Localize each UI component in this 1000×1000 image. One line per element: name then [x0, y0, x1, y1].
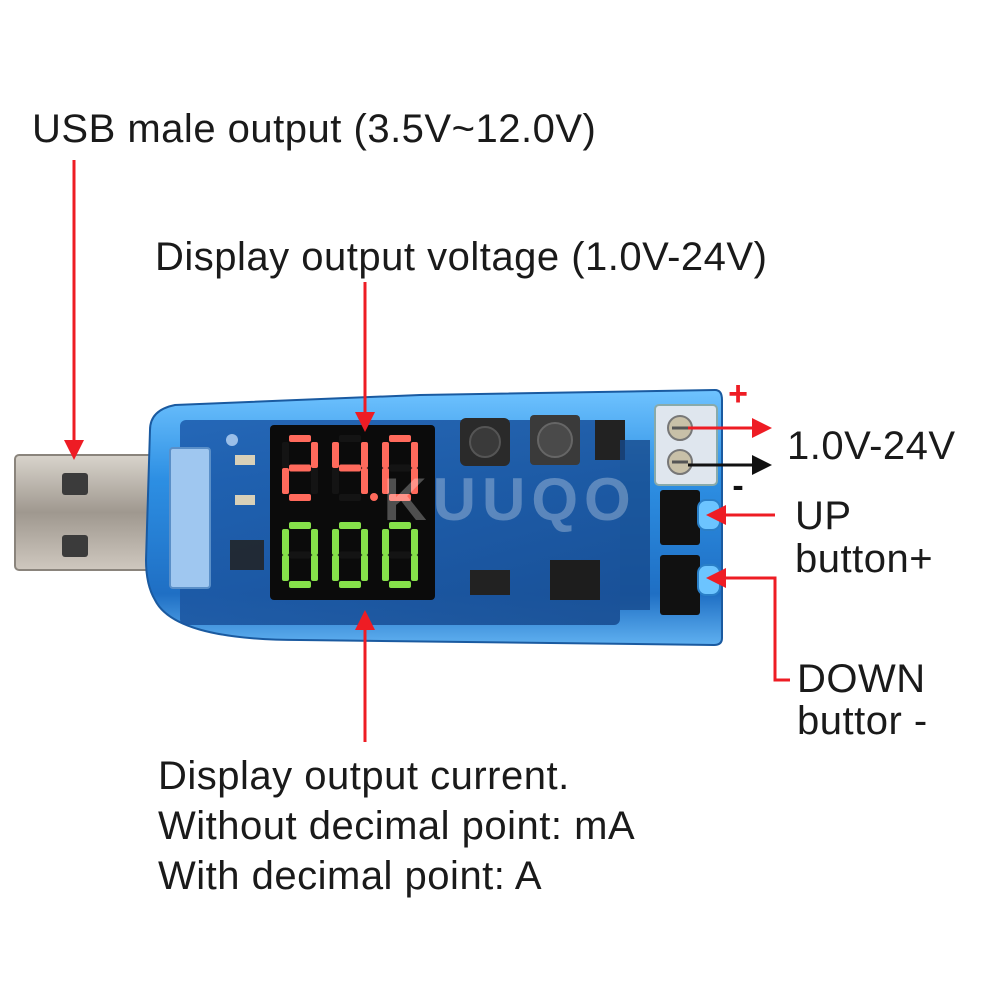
segment-a — [339, 435, 361, 442]
decimal-point — [370, 493, 378, 501]
voltage-digit-3 — [382, 435, 418, 501]
segment-d — [289, 494, 311, 501]
current-digit-2 — [332, 522, 368, 588]
up-button-label-1: UP — [795, 494, 852, 538]
segment-b — [361, 529, 368, 555]
segment-f — [282, 442, 289, 468]
segment-f — [332, 442, 339, 468]
segment-g — [339, 551, 361, 559]
segment-c — [361, 468, 368, 494]
segment-e — [282, 468, 289, 494]
display-voltage-label: Display output voltage (1.0V-24V) — [155, 235, 768, 279]
segment-g — [389, 551, 411, 559]
down-button-body — [660, 555, 700, 615]
segment-d — [339, 494, 361, 501]
segment-f — [382, 529, 389, 555]
segment-b — [411, 529, 418, 555]
segment-e — [282, 555, 289, 581]
annotation-arrows — [64, 160, 790, 742]
segment-e — [332, 555, 339, 581]
segment-e — [382, 555, 389, 581]
usb-output-label: USB male output (3.5V~12.0V) — [32, 107, 597, 151]
current-digit-1 — [282, 522, 318, 588]
segment-g — [339, 464, 361, 472]
down-button-label-2: buttor - — [797, 699, 928, 743]
segment-e — [382, 468, 389, 494]
segment-f — [332, 529, 339, 555]
watermark-text: KUUQO — [383, 466, 636, 533]
negative-sign: - — [732, 467, 743, 505]
voltage-digit-1 — [282, 435, 318, 501]
positive-sign: + — [728, 375, 748, 413]
segment-a — [289, 435, 311, 442]
current-label-line-3: With decimal point: A — [158, 854, 542, 898]
segment-d — [389, 494, 411, 501]
segment-e — [332, 468, 339, 494]
segment-b — [411, 442, 418, 468]
segment-d — [389, 581, 411, 588]
segment-a — [289, 522, 311, 529]
segment-b — [361, 442, 368, 468]
down-button-label-1: DOWN — [797, 657, 926, 701]
segment-g — [289, 551, 311, 559]
segment-c — [311, 555, 318, 581]
segment-c — [411, 555, 418, 581]
segment-c — [361, 555, 368, 581]
segment-d — [289, 581, 311, 588]
current-label-line-2: Without decimal point: mA — [158, 804, 636, 848]
converter-case — [144, 388, 723, 647]
segment-d — [339, 581, 361, 588]
up-button-body — [660, 490, 700, 545]
current-readout — [282, 522, 418, 588]
usb-plug — [14, 454, 156, 571]
segment-f — [282, 529, 289, 555]
segment-f — [382, 442, 389, 468]
segment-c — [411, 468, 418, 494]
usb-hole-top — [62, 473, 88, 495]
segment-c — [311, 468, 318, 494]
current-digit-3 — [382, 522, 418, 588]
usb-connector-block — [169, 447, 211, 589]
segment-g — [289, 464, 311, 472]
segment-a — [339, 522, 361, 529]
segment-a — [389, 435, 411, 442]
current-label-line-1: Display output current. — [158, 754, 570, 798]
segment-b — [311, 442, 318, 468]
usb-hole-bottom — [62, 535, 88, 557]
segment-b — [311, 529, 318, 555]
terminal-range-label: 1.0V-24V — [787, 424, 956, 468]
up-button-label-2: button+ — [795, 537, 934, 581]
voltage-digit-2 — [332, 435, 378, 501]
segment-a — [389, 522, 411, 529]
segment-g — [389, 464, 411, 472]
voltage-readout — [282, 435, 418, 501]
